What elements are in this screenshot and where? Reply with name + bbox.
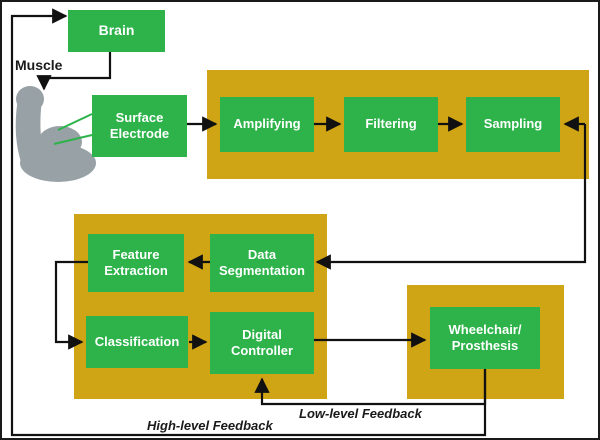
muscle-label: Muscle <box>15 57 63 73</box>
arrow-feature-extraction-to-classification <box>54 260 88 350</box>
node-classification: Classification <box>86 316 188 368</box>
electrode-lead-line-top <box>57 113 93 131</box>
node-amplifying: Amplifying <box>220 97 314 152</box>
upper-arm-shape <box>20 144 96 182</box>
arrow-sampling-to-data-segmentation <box>315 124 587 270</box>
node-feature-extraction: Feature Extraction <box>88 234 184 292</box>
low-level-feedback-label: Low-level Feedback <box>299 406 422 421</box>
node-brain: Brain <box>68 10 165 52</box>
node-digital-controller: Digital Controller <box>210 312 314 374</box>
electrode-lead-line-bottom <box>53 134 93 145</box>
arrow-highlevel-feedback-to-brain <box>10 8 487 437</box>
node-wheelchair-prosthesis: Wheelchair/ Prosthesis <box>430 307 540 369</box>
wheelchair-line1: Wheelchair/ <box>448 321 522 337</box>
node-sampling: Sampling <box>466 97 560 152</box>
arrow-brain-to-muscle <box>36 52 112 91</box>
node-filtering: Filtering <box>344 97 438 152</box>
arrow-lowlevel-feedback-to-digital-controller <box>254 369 487 406</box>
node-data-segmentation: Data Segmentation <box>210 234 314 292</box>
high-level-feedback-label: High-level Feedback <box>147 418 273 433</box>
wheelchair-line2: Prosthesis <box>451 338 519 353</box>
node-surface-electrode: Surface Electrode <box>92 95 187 157</box>
